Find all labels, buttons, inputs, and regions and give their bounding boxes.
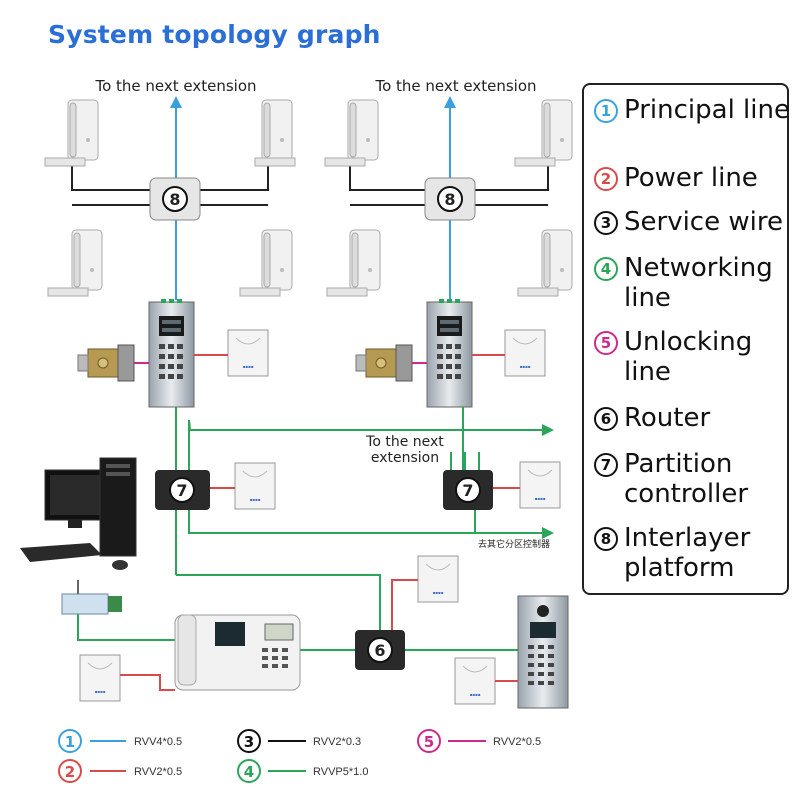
power-supply [227,329,269,377]
legend-item-principal-line: 1 Principal line [594,95,794,125]
gate-door-station [517,595,569,709]
indoor-handset [47,229,103,297]
service-wire [71,165,150,191]
networking-lines [175,407,554,651]
cable-num: 2 [65,763,75,781]
legend-text: Router [624,403,711,433]
cable-item: 2 RVV2*0.5 [58,759,182,783]
power-supply [234,462,276,510]
door-station-panel [148,298,195,408]
next-extension-label-mid-2: extension [371,450,439,466]
legend-num: 3 [594,211,618,235]
cable-spec: RVV2*0.3 [313,736,361,748]
interlayer-number: 8 [444,190,455,209]
partition-controller-left: 7 [155,470,210,510]
indoor-handset [239,229,293,297]
management-computer [20,457,137,570]
power-supply [519,461,561,509]
interlayer-number: 8 [169,190,180,209]
indoor-handset [324,99,379,167]
legend-num: 7 [594,453,618,477]
service-wire [200,165,269,191]
legend-text: Networking line [624,253,773,313]
partition-number: 7 [176,481,187,500]
cable-num: 1 [65,733,75,751]
electric-lock [355,344,413,382]
power-supply [79,654,121,702]
legend-num: 8 [594,527,618,551]
legend-panel: 1 Principal line 2 Power line 3 Service … [582,83,790,595]
indoor-handset [254,99,296,167]
partition-number: 7 [462,481,473,500]
diagram-title: System topology graph [48,20,381,49]
converter [61,580,122,615]
cable-spec: RVV4*0.5 [134,736,182,748]
next-extension-label-left: To the next extension [94,77,256,95]
legend-text: Partition controller [624,449,749,509]
legend-num: 4 [594,257,618,281]
router-number: 6 [374,641,385,660]
cable-item: 3 RVV2*0.3 [237,729,361,753]
legend-item-unlocking-line: 5 Unlocking line [594,327,794,387]
cable-num: 4 [244,763,254,781]
electric-lock [77,344,135,382]
legend-item-networking-line: 4 Networking line [594,253,794,313]
power-supply [454,657,496,705]
door-station-panel [426,298,473,408]
networking-line [77,614,175,641]
legend-item-power-line: 2 Power line [594,163,794,193]
legend-num: 2 [594,167,618,191]
indoor-handset [44,99,99,167]
right-group: To the next extension 8 [324,77,573,408]
next-extension-label-right: To the next extension [374,77,536,95]
indoor-handset [326,229,381,297]
partition-controller-right: 7 [443,470,493,510]
legend-text: Unlocking line [624,327,753,387]
legend-num: 6 [594,407,618,431]
legend-text: Power line [624,163,758,193]
legend-num: 5 [594,331,618,355]
legend-item-partition-controller: 7 Partition controller [594,449,794,509]
cable-item: 1 RVV4*0.5 [58,729,182,753]
cable-num: 3 [244,733,254,751]
legend-item-interlayer-platform: 8 Interlayer platform [594,523,794,583]
cable-spec: RVV2*0.5 [493,736,541,748]
cable-spec: RVV2*0.5 [134,766,182,778]
cable-num: 5 [424,733,434,751]
legend-text: Service wire [624,207,783,237]
legend-item-service-wire: 3 Service wire [594,207,794,237]
legend-item-router: 6 Router [594,403,794,433]
service-wire [349,165,425,191]
indoor-handset [517,229,573,297]
left-group: To the next extension 8 [44,77,296,408]
router: 6 [355,630,405,670]
cable-item: 4 RVVP5*1.0 [237,759,368,783]
power-line [391,579,418,630]
cable-spec: RVVP5*1.0 [313,766,368,778]
service-wire [475,165,549,191]
management-console [174,614,301,691]
cable-item: 5 RVV2*0.5 [417,729,541,753]
cable-legend: 1 RVV4*0.5 3 RVV2*0.3 5 RVV2*0.5 2 RVV2*… [58,729,541,783]
other-partition-note: 去其它分区控制器 [478,538,550,550]
power-line [120,674,175,691]
legend-text: Interlayer platform [624,523,751,583]
next-extension-label-mid-1: To the next [365,434,444,450]
legend-text: Principal line [624,95,790,125]
indoor-handset [514,99,573,167]
power-supply [504,329,546,377]
power-supply [417,555,459,603]
interlayer-platform: 8 [424,177,476,221]
legend-num: 1 [594,99,618,123]
interlayer-platform: 8 [149,177,201,221]
